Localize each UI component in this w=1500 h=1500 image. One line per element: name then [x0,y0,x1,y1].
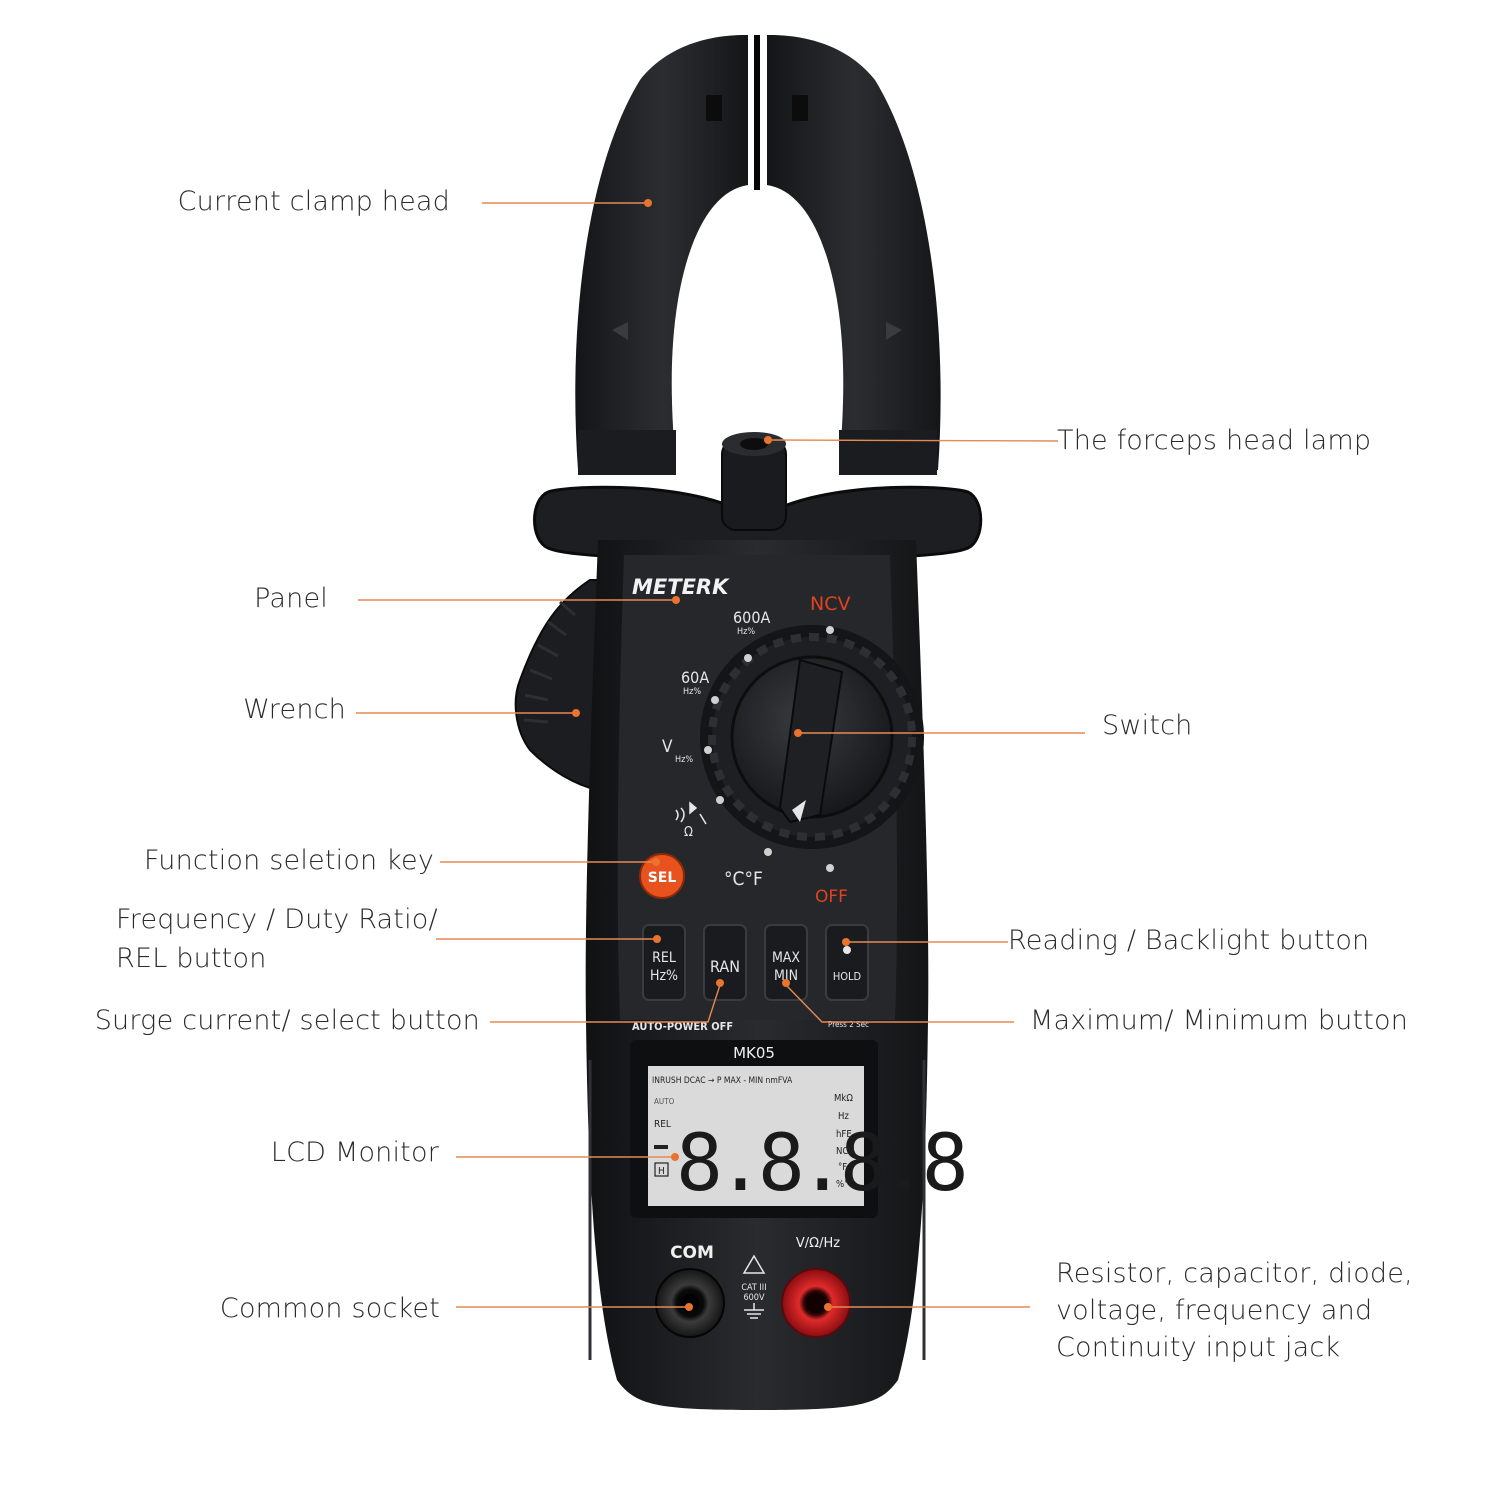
anchor-dot-common [685,1303,693,1311]
brand-logo: METERK [632,575,730,599]
svg-text:CAT III: CAT III [741,1283,766,1293]
callout-common: Common socket [219,1293,440,1324]
svg-text:SEL: SEL [648,870,677,886]
anchor-dot-maxmin [782,979,790,987]
leader-maxmin [785,984,1014,1023]
anchor-dot-head-lamp [764,436,772,444]
lcd-unit-hfe: hFE [836,1129,852,1140]
svg-text:HOLD: HOLD [833,970,862,983]
callout-clamp-head: Current clamp head [177,186,450,217]
lcd-digits: 8.8.8.8 [676,1119,964,1209]
sel-button[interactable]: SEL [639,853,685,899]
ground-icon [744,1303,764,1319]
callout-switch: Switch [1102,710,1193,741]
callout-input-line2: voltage, frequency and [1056,1295,1373,1326]
cat-rating: CAT III 600V [741,1254,767,1319]
anchor-dot-function-key [652,858,660,866]
anchor-dot-panel [672,596,680,604]
anchor-dot-reading-backlight [842,938,850,946]
anchor-dot-wrench [572,709,580,717]
leader-lines [356,199,1085,1311]
anchor-dot-lcd [671,1153,679,1161]
input-label: V/Ω/Hz [796,1236,840,1251]
lcd-unit-f: °F [838,1162,847,1173]
lcd-unit-ncv: NCV [836,1146,854,1157]
anchor-dot-switch [794,729,802,737]
svg-text:MAX: MAX [772,950,800,966]
ncv-label: NCV [810,593,850,615]
wrench-trigger [514,579,599,792]
rel-hz-button[interactable]: REL Hz% [642,924,686,1001]
callout-input-line3: Continuity input jack [1056,1332,1341,1363]
lcd-unit-hz: Hz [838,1111,849,1122]
range-volt-hz: Hz% [675,755,693,765]
switch-position-dots [704,626,834,872]
lcd-rel: REL [654,1119,671,1130]
auto-power-off-label: AUTO-POWER OFF [632,1020,733,1033]
svg-text:600V: 600V [744,1293,765,1303]
svg-text:Ω: Ω [684,825,693,840]
range-60a-hz: Hz% [683,687,701,697]
svg-text:Hz%: Hz% [650,968,678,984]
range-volt: V [662,737,673,757]
callout-reading-backlight: Reading / Backlight button [1008,925,1370,956]
hold-backlight-button[interactable]: HOLD [825,924,869,1001]
com-label: COM [670,1243,714,1263]
callout-freq-line1: Frequency / Duty Ratio/ [116,904,438,935]
wrench-ridges [523,600,576,724]
clamp-jaws [575,35,941,475]
max-min-button[interactable]: MAX MIN [764,924,808,1001]
input-socket[interactable] [781,1268,851,1338]
svg-text:REL: REL [652,950,676,966]
callout-function-key: Function seletion key [144,845,434,876]
svg-text:MIN: MIN [774,968,798,984]
leader-head-lamp [769,439,1059,442]
callout-wrench: Wrench [243,694,346,725]
lcd-unit-c: %°C [836,1179,854,1190]
press-2-sec-label: Press 2 Sec [828,1020,869,1029]
lcd-unit-mkohm: MkΩ [834,1093,853,1104]
callout-head-lamp: The forceps head lamp [1057,425,1372,456]
anchor-dot-freq-rel [653,935,661,943]
callout-lcd: LCD Monitor [270,1137,439,1168]
anchor-dot-input [824,1303,832,1311]
range-600a-hz: Hz% [737,627,755,637]
model-label: MK05 [733,1044,775,1062]
range-60a: 60A [681,668,709,687]
ran-button[interactable]: RAN [703,924,747,1001]
lcd-auto: AUTO [654,1097,675,1106]
callout-maxmin: Maximum/ Minimum button [1030,1005,1409,1036]
leader-surge [490,984,721,1023]
svg-text:RAN: RAN [710,957,740,976]
head-lamp [721,432,787,531]
resistance-diode-icon: Ω [675,801,707,840]
rotary-switch[interactable] [700,625,924,849]
side-grips [588,1060,926,1360]
lcd-hold-h: H [658,1166,665,1177]
lcd-top-row: INRUSH DCAC → P MAX - MIN nmFVA [652,1076,793,1086]
range-temp: °C°F [724,868,763,890]
warning-triangle-icon [742,1254,766,1274]
backlight-sun-icon [843,946,851,954]
callout-freq-line2: REL button [116,943,267,974]
off-label: OFF [815,887,848,907]
com-socket[interactable] [655,1268,725,1338]
callout-surge: Surge current/ select button [94,1005,480,1036]
range-600a: 600A [733,608,770,627]
lcd-monitor: MK05 INRUSH DCAC → P MAX - MIN nmFVA AUT… [630,1040,970,1218]
callout-input-line1: Resistor, capacitor, diode, [1056,1258,1413,1289]
anchor-dot-clamp-head [644,199,652,207]
anchor-dot-surge [716,979,724,987]
callout-panel: Panel [254,583,328,614]
